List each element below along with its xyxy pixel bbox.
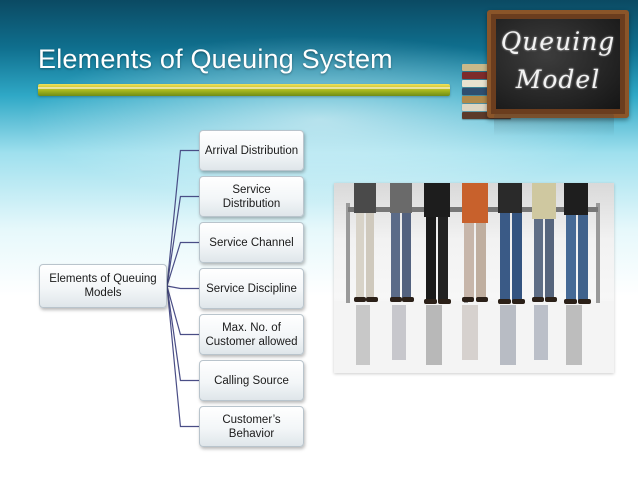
slide-title: Elements of Queuing System xyxy=(38,44,393,74)
chalkboard-text-line2: Model xyxy=(515,65,601,94)
child-node-label: Service Channel xyxy=(209,236,294,249)
child-node-arrival-distribution: Arrival Distribution xyxy=(199,130,304,171)
chalkboard-text-line1: Queuing xyxy=(500,27,616,56)
connector-line xyxy=(166,285,199,290)
child-node-customer-behavior: Customer’s Behavior xyxy=(199,406,304,447)
title-underline-bar xyxy=(38,84,450,96)
chalkboard-reflection xyxy=(494,114,614,136)
child-node-service-distribution: Service Distribution xyxy=(199,176,304,217)
connector-line xyxy=(166,195,199,287)
connector-line xyxy=(166,285,199,382)
child-node-label: Customer’s Behavior xyxy=(222,413,281,440)
connector-line xyxy=(166,285,199,428)
chalkboard-image: Queuing Model xyxy=(487,10,629,118)
child-node-label: Max. No. of Customer allowed xyxy=(205,321,298,348)
child-node-service-channel: Service Channel xyxy=(199,222,304,263)
child-node-calling-source: Calling Source xyxy=(199,360,304,401)
child-node-max-customers: Max. No. of Customer allowed xyxy=(199,314,304,355)
connector-line xyxy=(166,149,199,287)
child-node-label: Service Distribution xyxy=(222,183,281,210)
child-node-label: Service Discipline xyxy=(206,282,297,295)
child-node-service-discipline: Service Discipline xyxy=(199,268,304,309)
root-node-label: Elements of Queuing Models xyxy=(49,273,157,299)
child-node-label: Arrival Distribution xyxy=(204,144,299,157)
root-node: Elements of Queuing Models xyxy=(39,264,167,308)
connector-line xyxy=(166,285,199,336)
child-node-label: Calling Source xyxy=(214,374,289,387)
connector-line xyxy=(166,241,199,287)
queue-photo xyxy=(334,183,614,373)
